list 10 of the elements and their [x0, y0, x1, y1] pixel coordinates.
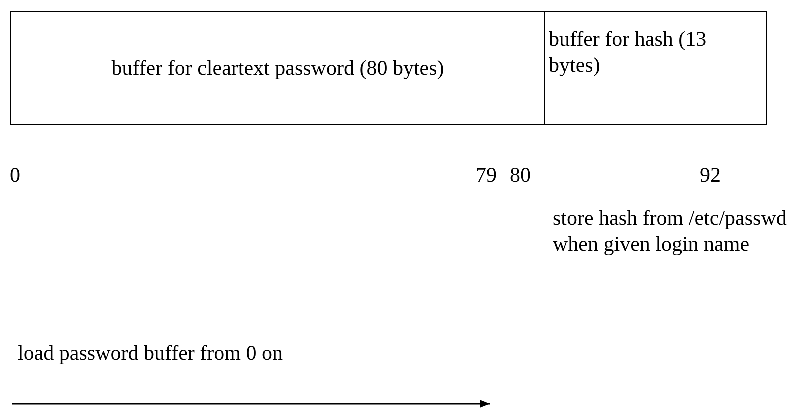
byte-offset: 0 — [10, 162, 20, 188]
note-text: load password buffer from 0 on — [18, 340, 283, 366]
buffer-label: buffer for hash (13 bytes) — [549, 26, 708, 78]
byte-offset: 79 — [476, 162, 497, 188]
byte-offset: 92 — [700, 162, 721, 188]
memory-buffer-box — [10, 11, 545, 125]
memory-buffer-box — [544, 11, 767, 125]
byte-offset: 80 — [510, 162, 531, 188]
buffer-label: buffer for cleartext password (80 bytes) — [112, 54, 444, 82]
note-text: store hash from /etc/passwd when given login name — [553, 205, 788, 258]
